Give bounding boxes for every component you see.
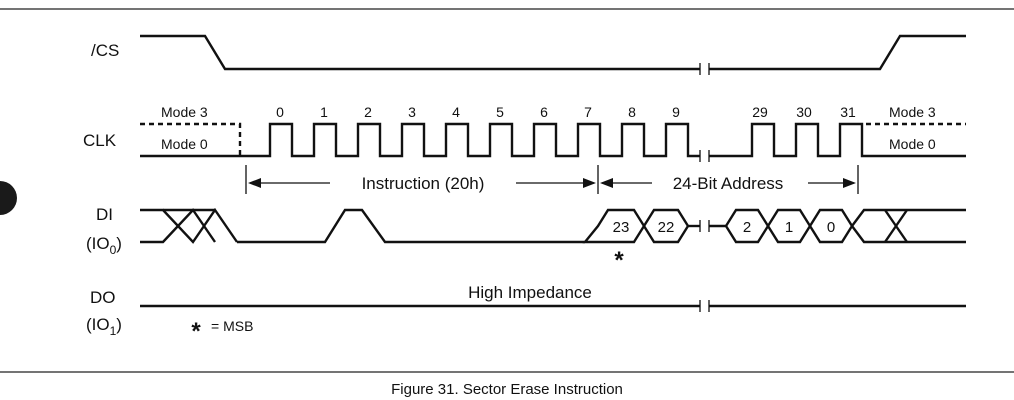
address-bracket: 24-Bit Address — [600, 165, 859, 194]
clock-cycle-number: 1 — [320, 104, 328, 120]
mode3-right-label: Mode 3 — [889, 104, 936, 120]
instruction-bracket: Instruction (20h) — [245, 165, 599, 194]
cs-label: /CS — [91, 41, 119, 60]
di-io-label: (IO0) — [86, 234, 122, 257]
di-bit2: 2 — [743, 219, 751, 236]
clk-waveform — [240, 122, 866, 158]
di-bit1: 1 — [785, 219, 793, 236]
cs-break-marker — [699, 63, 710, 75]
di-waveform — [140, 207, 966, 244]
legend-star: * — [191, 318, 201, 345]
high-impedance-label: High Impedance — [468, 283, 592, 302]
clk-label: CLK — [83, 131, 117, 150]
di-label: DI — [96, 205, 113, 224]
clock-cycle-number: 9 — [672, 104, 680, 120]
instruction-label: Instruction (20h) — [362, 174, 485, 193]
mode3-left-label: Mode 3 — [161, 104, 208, 120]
clk-break-marker — [699, 150, 710, 162]
cs-waveform — [140, 34, 966, 71]
clk-mode3-left-dashed — [140, 122, 242, 156]
clock-cycle-number: 29 — [752, 104, 768, 120]
di-bit22: 22 — [658, 219, 675, 236]
do-io-label: (IO1) — [86, 315, 122, 338]
clock-cycle-number: 6 — [540, 104, 548, 120]
di-bit23: 23 — [613, 219, 630, 236]
di-bit0: 0 — [827, 219, 835, 236]
side-tab-marker — [0, 181, 17, 215]
clock-cycle-number: 0 — [276, 104, 284, 120]
msb-star-marker: * — [614, 247, 624, 274]
clock-cycle-number: 4 — [452, 104, 460, 120]
clock-cycle-number: 30 — [796, 104, 812, 120]
clock-cycle-number: 3 — [408, 104, 416, 120]
clock-cycle-number: 7 — [584, 104, 592, 120]
do-break-marker — [699, 300, 710, 312]
address-label: 24-Bit Address — [673, 174, 784, 193]
legend-msb-text: = MSB — [211, 318, 253, 334]
clock-cycle-number: 8 — [628, 104, 636, 120]
mode0-right-label: Mode 0 — [889, 136, 936, 152]
figure-caption: Figure 31. Sector Erase Instruction — [391, 381, 623, 398]
clock-cycle-number: 31 — [840, 104, 856, 120]
di-break-marker — [699, 220, 710, 232]
mode0-left-label: Mode 0 — [161, 136, 208, 152]
clock-cycle-number: 2 — [364, 104, 372, 120]
do-label: DO — [90, 288, 116, 307]
clock-cycle-number: 5 — [496, 104, 504, 120]
clock-cycle-numbers: 0 1 2 3 4 5 6 7 8 9 29 30 31 — [276, 104, 856, 120]
